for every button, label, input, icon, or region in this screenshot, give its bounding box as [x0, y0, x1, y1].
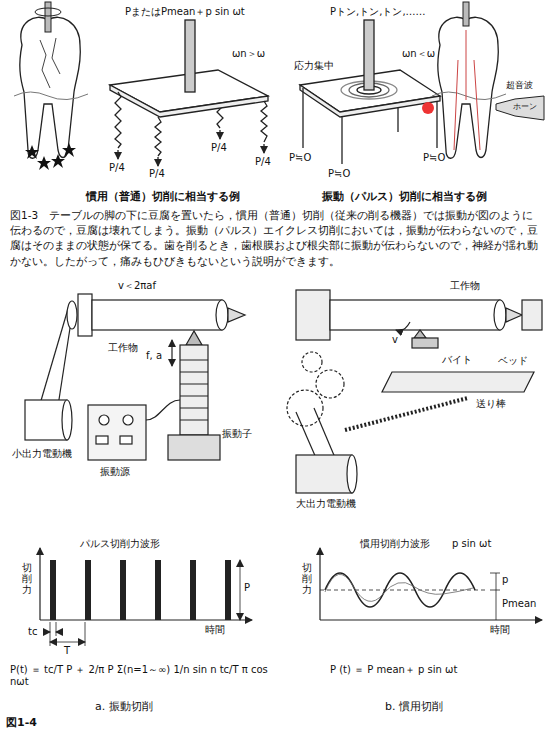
leg-load: P≒O [423, 152, 445, 164]
table-vibrating [110, 20, 268, 166]
axis-label: 時間 [205, 624, 225, 636]
leg-load: P≒O [289, 152, 311, 164]
stress-label: 応力集中 [294, 60, 334, 72]
conventional-lathe [287, 290, 542, 493]
formula: P (t) ＝ P mean＋ p sin ωt [330, 664, 540, 676]
frequency-label: ωn＜ω [402, 48, 435, 60]
leg-load: P≒O [328, 168, 350, 180]
leg-load: P/4 [211, 142, 227, 154]
vibration-label: f, a [146, 350, 162, 362]
part-name: 振動源 [100, 466, 130, 478]
graph-title: パルス切削力波形 [80, 538, 160, 550]
speed-label: v [392, 334, 398, 346]
table-pulse [300, 20, 440, 164]
part-name: 振動子 [222, 428, 252, 440]
part-name: 送り棒 [476, 398, 506, 410]
leg-load: P/4 [149, 168, 165, 180]
graph-title: 慣用切削力波形 [360, 538, 430, 550]
part-name: 大出力電動機 [296, 498, 356, 510]
dimension-label: P [244, 582, 250, 594]
horn-label: ホーン [513, 102, 537, 112]
formula: P(t) ＝ tc/T P ＋ 2/π P Σ(n=1～∞) 1/n sin n… [10, 664, 275, 688]
part-name: 工作物 [108, 342, 138, 354]
frequency-label: ωn＞ω [232, 48, 265, 60]
wave-label: p sin ωt [452, 538, 491, 550]
leg-load: P/4 [255, 156, 271, 168]
example-title: 慣用（普通）切削に相当する例 [86, 190, 240, 203]
force-label: Pトン,トン,トン,…… [330, 6, 426, 18]
force-label: PまたはPmean＋p sin ωt [125, 6, 245, 18]
figure-part-title: b. 慣用切削 [385, 700, 443, 713]
speed-label: v＜2πaf [118, 280, 156, 292]
example-title: 振動（パルス）切削に相当する例 [322, 190, 487, 203]
dimension-label: T [64, 645, 70, 657]
tooth-drawing [14, 2, 88, 170]
part-name: 小出力電動機 [12, 448, 72, 460]
leg-load: P/4 [109, 162, 125, 174]
dimension-label: Pmean [502, 598, 536, 610]
ultrasound-label: 超音波 [506, 80, 533, 91]
part-name: 工作物 [450, 280, 480, 292]
figure-number: 図1-4 [6, 716, 37, 729]
axis-label: 切削力 [302, 562, 312, 595]
dimension-label: tc [28, 626, 37, 638]
part-name: バイト [442, 354, 472, 366]
figure-caption: 図1-3 テーブルの脚の下に豆腐を置いたら，慣用（普通）切削（従来の削る機器）で… [10, 208, 540, 269]
dimension-label: p [502, 574, 508, 586]
axis-label: 切削力 [22, 562, 32, 595]
vibration-lathe [25, 294, 245, 460]
figure-part-title: a. 振動切削 [95, 700, 153, 713]
tooth-drawing [422, 2, 544, 158]
axis-label: 時間 [490, 624, 510, 636]
part-name: ベッド [498, 355, 528, 367]
waveform-graphs [40, 548, 542, 646]
